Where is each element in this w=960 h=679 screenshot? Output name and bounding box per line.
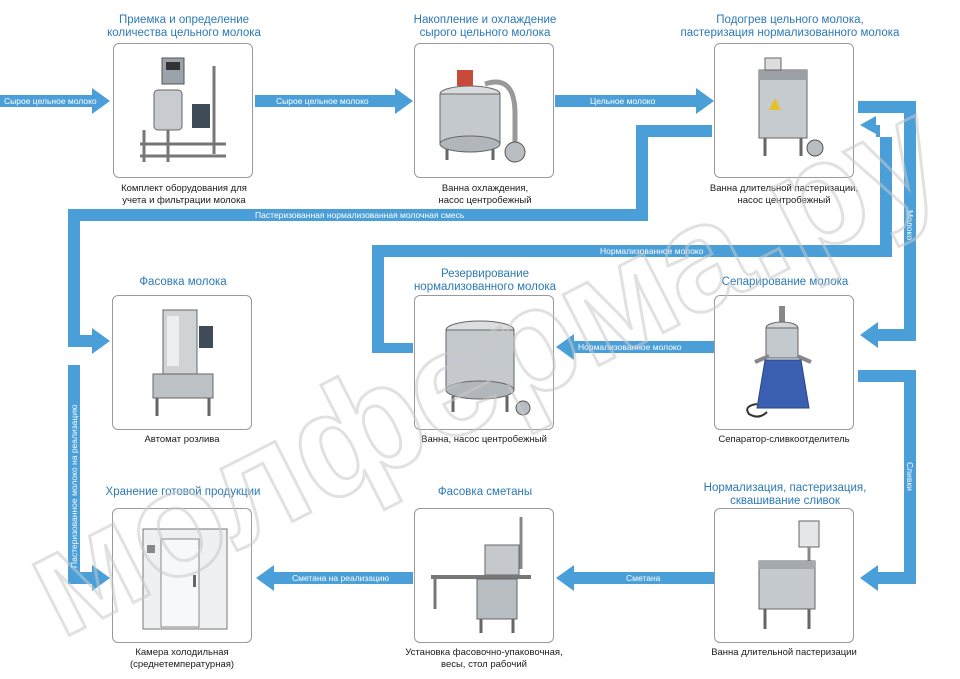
flow-label-milk-down: Молоко <box>905 210 915 240</box>
flow-label-separator-to-reserve: Нормализованное молоко <box>578 342 682 352</box>
stage-image-separation <box>714 295 854 430</box>
stage-caption-line: весы, стол рабочий <box>441 659 527 670</box>
stage-title-cooling: Накопление и охлаждение сырого цельного … <box>370 14 600 40</box>
stage-title-reserve: Резервирование нормализованного молока <box>370 268 600 294</box>
stage-title-line: Нормализация, пастеризация, <box>703 482 867 494</box>
stage-title-line: Подогрев цельного молока, <box>716 14 864 26</box>
flow-label-whole-milk: Цельное молоко <box>590 96 656 106</box>
stage-title-cream-processing: Нормализация, пастеризация, сквашивание … <box>670 482 900 508</box>
stage-image-receiving <box>113 43 253 178</box>
stage-caption-line: насос центробежный <box>737 195 831 206</box>
arrow-whole-to-pasteur <box>555 88 714 114</box>
packing-station-icon <box>431 517 531 633</box>
stage-title-line: Фасовка молока <box>139 276 227 288</box>
stage-caption-reserve: Ванна, насос центробежный <box>384 434 584 446</box>
stage-image-milk-packing <box>112 295 252 430</box>
stage-caption-line: учета и фильтрации молока <box>122 195 246 206</box>
stage-caption-line: Ванна, насос центробежный <box>421 434 547 445</box>
cold-room-icon <box>142 528 228 630</box>
stage-title-milk-packing: Фасовка молока <box>68 276 298 289</box>
stage-image-cooling <box>414 43 554 178</box>
flow-label-raw-to-cooling: Сырое цельное молоко <box>276 96 369 106</box>
arrow-milk-down <box>858 101 916 348</box>
stage-caption-line: Ванна охлаждения, <box>441 183 529 194</box>
arrow-sourcream <box>556 565 714 591</box>
stage-image-storage <box>112 508 252 643</box>
stage-title-line: Приемка и определение <box>118 14 250 26</box>
stage-title-line: Фасовка сметаны <box>437 486 533 498</box>
pasteurization-vat-icon <box>758 57 824 157</box>
stage-caption-line: Комплект оборудования для <box>121 183 247 194</box>
stage-caption-milk-packing: Автомат розлива <box>82 434 282 446</box>
arrow-sourcream-sale <box>256 565 413 591</box>
stage-title-line: пастеризация нормализованного молока <box>680 27 900 39</box>
flow-label-sourcream: Сметана <box>626 573 661 583</box>
arrow-cream-down <box>858 370 916 591</box>
flow-label-milk-sale: Пастеризованное молоко на реализацию <box>69 404 79 568</box>
arrow-milk-sale <box>68 365 110 591</box>
stage-title-sourcream-packing: Фасовка сметаны <box>370 486 600 499</box>
arrow-raw-in <box>0 88 110 114</box>
stage-title-line: Хранение готовой продукции <box>105 486 261 498</box>
stage-title-line: нормализованного молока <box>413 281 557 293</box>
cream-separator-icon <box>746 306 812 418</box>
stage-caption-line: Ванна длительной пастеризации, <box>709 183 859 194</box>
stage-title-line: количества цельного молока <box>107 27 261 39</box>
flow-label-cream-down: Сливки <box>905 462 915 491</box>
stage-caption-line: Ванна длительной пастеризации <box>711 647 857 658</box>
flow-label-normalized-loop: Нормализованное молоко <box>600 246 704 256</box>
stage-title-line: Сепарирование молока <box>721 276 849 288</box>
stage-caption-line: насос центробежный <box>438 195 532 206</box>
stage-caption-receiving: Комплект оборудования для учета и фильтр… <box>84 183 284 207</box>
stage-caption-line: Сепаратор-сливкоотделитель <box>718 434 850 445</box>
stage-caption-pasteurization: Ванна длительной пастеризации, насос цен… <box>684 183 884 207</box>
stage-title-line: сквашивание сливок <box>730 495 840 507</box>
stage-title-storage: Хранение готовой продукции <box>68 486 298 499</box>
stage-title-pasteurization: Подогрев цельного молока, пастеризация н… <box>670 14 910 40</box>
milk-metering-unit-icon <box>140 57 226 162</box>
storage-tank-icon <box>445 320 531 416</box>
stage-caption-separation: Сепаратор-сливкоотделитель <box>684 434 884 446</box>
stage-image-sourcream-packing <box>414 508 554 643</box>
flow-label-raw-in: Сырое цельное молоко <box>4 96 97 106</box>
stage-title-receiving: Приемка и определение количества цельног… <box>69 14 299 40</box>
cream-vat-icon <box>758 520 820 629</box>
stage-image-pasteurization <box>714 43 854 178</box>
stage-caption-line: Камера холодильная <box>135 647 229 658</box>
stage-caption-sourcream-packing: Установка фасовочно-упаковочная, весы, с… <box>384 647 584 671</box>
filling-machine-icon <box>152 309 214 416</box>
arrow-separator-to-reserve <box>556 334 714 360</box>
cooling-tank-icon <box>439 70 526 163</box>
stage-caption-cream-processing: Ванна длительной пастеризации <box>684 647 884 659</box>
flow-label-pasteurized-mix: Пастеризованная нормализованная молочная… <box>255 210 465 220</box>
stage-caption-line: Установка фасовочно-упаковочная, <box>405 647 563 658</box>
stage-title-line: сырого цельного молока <box>419 27 551 39</box>
arrow-raw-to-cooling <box>255 88 413 114</box>
stage-title-line: Резервирование <box>440 268 530 280</box>
stage-caption-cooling: Ванна охлаждения, насос центробежный <box>385 183 585 207</box>
stage-title-line: Накопление и охлаждение <box>413 14 557 26</box>
arrow-pasteurized-mix <box>68 125 712 354</box>
flow-label-sourcream-sale: Сметана на реализацию <box>292 573 390 583</box>
stage-caption-line: (среднетемпературная) <box>129 659 235 670</box>
stage-caption-storage: Камера холодильная (среднетемпературная) <box>82 647 282 671</box>
stage-image-cream-processing <box>714 508 854 643</box>
stage-title-separation: Сепарирование молока <box>670 276 900 289</box>
stage-caption-line: Автомат розлива <box>144 434 220 445</box>
stage-image-reserve <box>414 295 554 430</box>
